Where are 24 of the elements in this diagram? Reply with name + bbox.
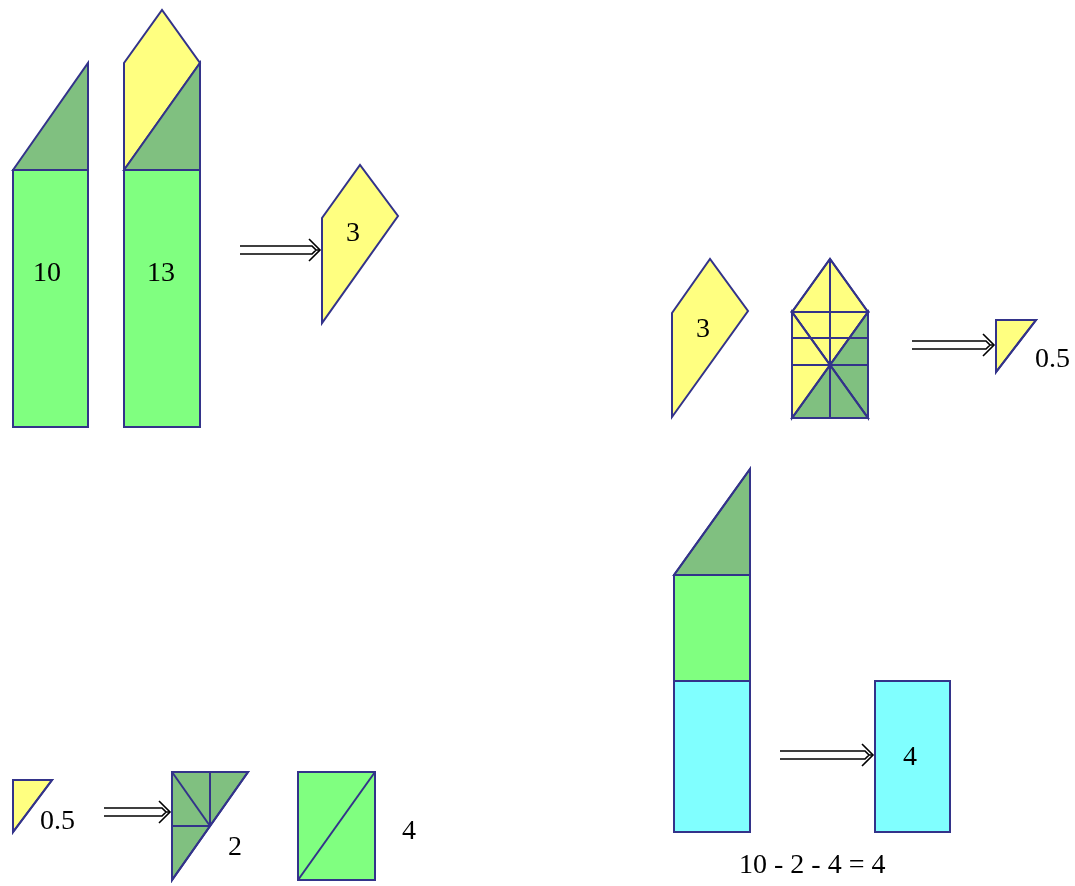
kite-shape	[672, 259, 748, 417]
area-value: 0.5	[1035, 344, 1070, 372]
area-value: 13	[147, 258, 175, 286]
rectangle-shape	[875, 681, 950, 832]
area-value: 10	[33, 258, 61, 286]
double-arrow	[103, 800, 171, 824]
column-shape	[674, 469, 750, 832]
grid-shape	[792, 259, 868, 418]
equation: 10 - 2 - 4 = 4	[739, 850, 886, 878]
area-value: 4	[903, 742, 917, 770]
column-shape	[13, 63, 88, 427]
area-value: 0.5	[40, 806, 75, 834]
kite-shape	[322, 165, 398, 323]
double-arrow	[911, 333, 995, 357]
area-value: 3	[696, 314, 710, 342]
rectangle-shape	[298, 772, 375, 880]
area-value: 4	[402, 816, 416, 844]
triangle-shape	[172, 772, 248, 880]
area-value: 3	[346, 218, 360, 246]
area-value: 2	[228, 832, 242, 860]
double-arrow	[239, 238, 321, 262]
double-arrow	[779, 743, 874, 767]
triangle-shape	[996, 320, 1036, 372]
column-shape	[124, 10, 200, 427]
